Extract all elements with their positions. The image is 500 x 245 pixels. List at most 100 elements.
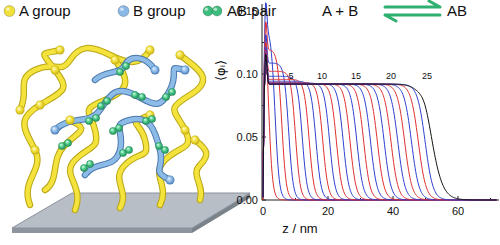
substrate-part bbox=[12, 193, 250, 228]
legend-dot-highlight bbox=[6, 7, 10, 11]
profile-curve bbox=[263, 35, 496, 200]
ab-pairs-part bbox=[125, 146, 133, 154]
profile-curve bbox=[263, 54, 496, 200]
plot-axes bbox=[262, 4, 499, 200]
curve-label: 25 bbox=[422, 71, 432, 81]
legend-swatch bbox=[3, 4, 16, 18]
b-chains-part-part bbox=[95, 58, 155, 80]
legend-entry: AB pair bbox=[202, 2, 276, 19]
a-chains-part-part bbox=[45, 120, 81, 190]
ab-pairs-part bbox=[64, 139, 72, 147]
legend-entry: A group bbox=[3, 2, 71, 19]
a-beads-part bbox=[16, 106, 25, 115]
b-chains-part-part bbox=[85, 119, 170, 180]
profile-curve bbox=[263, 3, 496, 200]
a-beads-part bbox=[66, 116, 75, 125]
ab-pairs-part bbox=[86, 160, 94, 168]
legend-dot bbox=[4, 5, 15, 16]
legend-text: B group bbox=[133, 2, 186, 19]
a-chains-part-part bbox=[195, 140, 206, 200]
b-chains-part bbox=[55, 58, 185, 180]
tick-label: 0.10 bbox=[237, 68, 258, 81]
ab-pairs-part bbox=[161, 146, 169, 154]
b-beads-part bbox=[51, 126, 60, 135]
profile-curve bbox=[263, 53, 496, 200]
tick-label: 60 bbox=[452, 205, 464, 218]
legend-swatch bbox=[117, 4, 130, 18]
profile-curve bbox=[263, 52, 496, 200]
a-beads-part bbox=[191, 136, 200, 145]
a-beads-part bbox=[51, 66, 60, 75]
ab-pairs-part bbox=[138, 93, 146, 101]
ab-pairs-part bbox=[92, 114, 100, 122]
a-chains-part bbox=[20, 48, 206, 210]
profile-curve bbox=[263, 47, 496, 200]
profile-curve bbox=[263, 54, 496, 200]
substrate-part bbox=[12, 228, 192, 233]
a-chains bbox=[20, 48, 206, 210]
profile-curve bbox=[263, 53, 496, 200]
tick-label: 0.00 bbox=[237, 194, 258, 207]
ab-pairs bbox=[58, 62, 176, 172]
equilibrium-arrows-part bbox=[385, 15, 440, 21]
legend-swatch bbox=[202, 4, 224, 18]
legend-entry: B group bbox=[117, 2, 186, 19]
ab-pairs-part bbox=[85, 117, 93, 125]
profile-curve bbox=[263, 54, 496, 200]
a-beads-part bbox=[176, 51, 185, 60]
curve-label: 10 bbox=[317, 71, 327, 81]
a-chains-part-part bbox=[45, 120, 81, 190]
tick-label: 0 bbox=[260, 205, 266, 218]
tick-label: 40 bbox=[387, 205, 399, 218]
profile-curve bbox=[263, 54, 496, 200]
a-chains-part bbox=[20, 48, 206, 210]
tick-label: 20 bbox=[322, 205, 334, 218]
ab-pairs-part bbox=[122, 62, 130, 70]
a-beads-part bbox=[56, 46, 65, 55]
ab-pairs-part bbox=[115, 124, 123, 132]
legend-dot-highlight bbox=[214, 7, 218, 11]
b-beads bbox=[51, 66, 190, 185]
legend-text: A group bbox=[19, 2, 71, 19]
a-beads-part bbox=[36, 101, 45, 110]
ab-pairs-part bbox=[148, 115, 156, 123]
curve-label: 15 bbox=[351, 71, 361, 81]
curve-label: 5 bbox=[288, 71, 293, 81]
curve-label: 20 bbox=[386, 71, 396, 81]
b-beads-part bbox=[181, 66, 190, 75]
substrate bbox=[12, 193, 250, 233]
ab-pairs-part bbox=[116, 68, 124, 76]
profile-curve bbox=[263, 47, 496, 200]
legend-dot bbox=[212, 6, 222, 16]
profile-curve bbox=[263, 54, 496, 200]
axis-title: z / nm bbox=[282, 222, 317, 237]
legend-text: AB pair bbox=[227, 2, 276, 19]
a-beads-part bbox=[146, 46, 155, 55]
legend-dot bbox=[118, 5, 129, 16]
b-beads-part bbox=[166, 176, 175, 185]
profile-curve bbox=[263, 54, 496, 200]
reaction-text: A + B bbox=[322, 2, 358, 19]
tick-label: 0.05 bbox=[237, 131, 258, 144]
ab-pairs-part bbox=[103, 97, 111, 105]
plot-axes-part bbox=[262, 4, 499, 200]
equilibrium-arrows-part bbox=[385, 1, 440, 7]
profile-curve bbox=[263, 54, 496, 200]
legend-dot-highlight bbox=[120, 7, 124, 11]
a-beads bbox=[16, 46, 200, 155]
profile-curve bbox=[263, 54, 496, 200]
profile-curve bbox=[263, 54, 496, 200]
reaction-text: AB bbox=[447, 2, 467, 19]
profile-curve bbox=[263, 50, 496, 200]
profile-curve bbox=[263, 22, 496, 200]
ab-pairs-part bbox=[97, 102, 105, 110]
ab-pairs-part bbox=[168, 88, 176, 96]
a-beads-part bbox=[181, 126, 190, 135]
equilibrium-arrows bbox=[385, 1, 440, 21]
profile-curve bbox=[263, 54, 496, 200]
b-chains-part-part bbox=[85, 119, 170, 180]
profile-curve bbox=[263, 54, 496, 200]
profile-curve bbox=[263, 42, 496, 200]
